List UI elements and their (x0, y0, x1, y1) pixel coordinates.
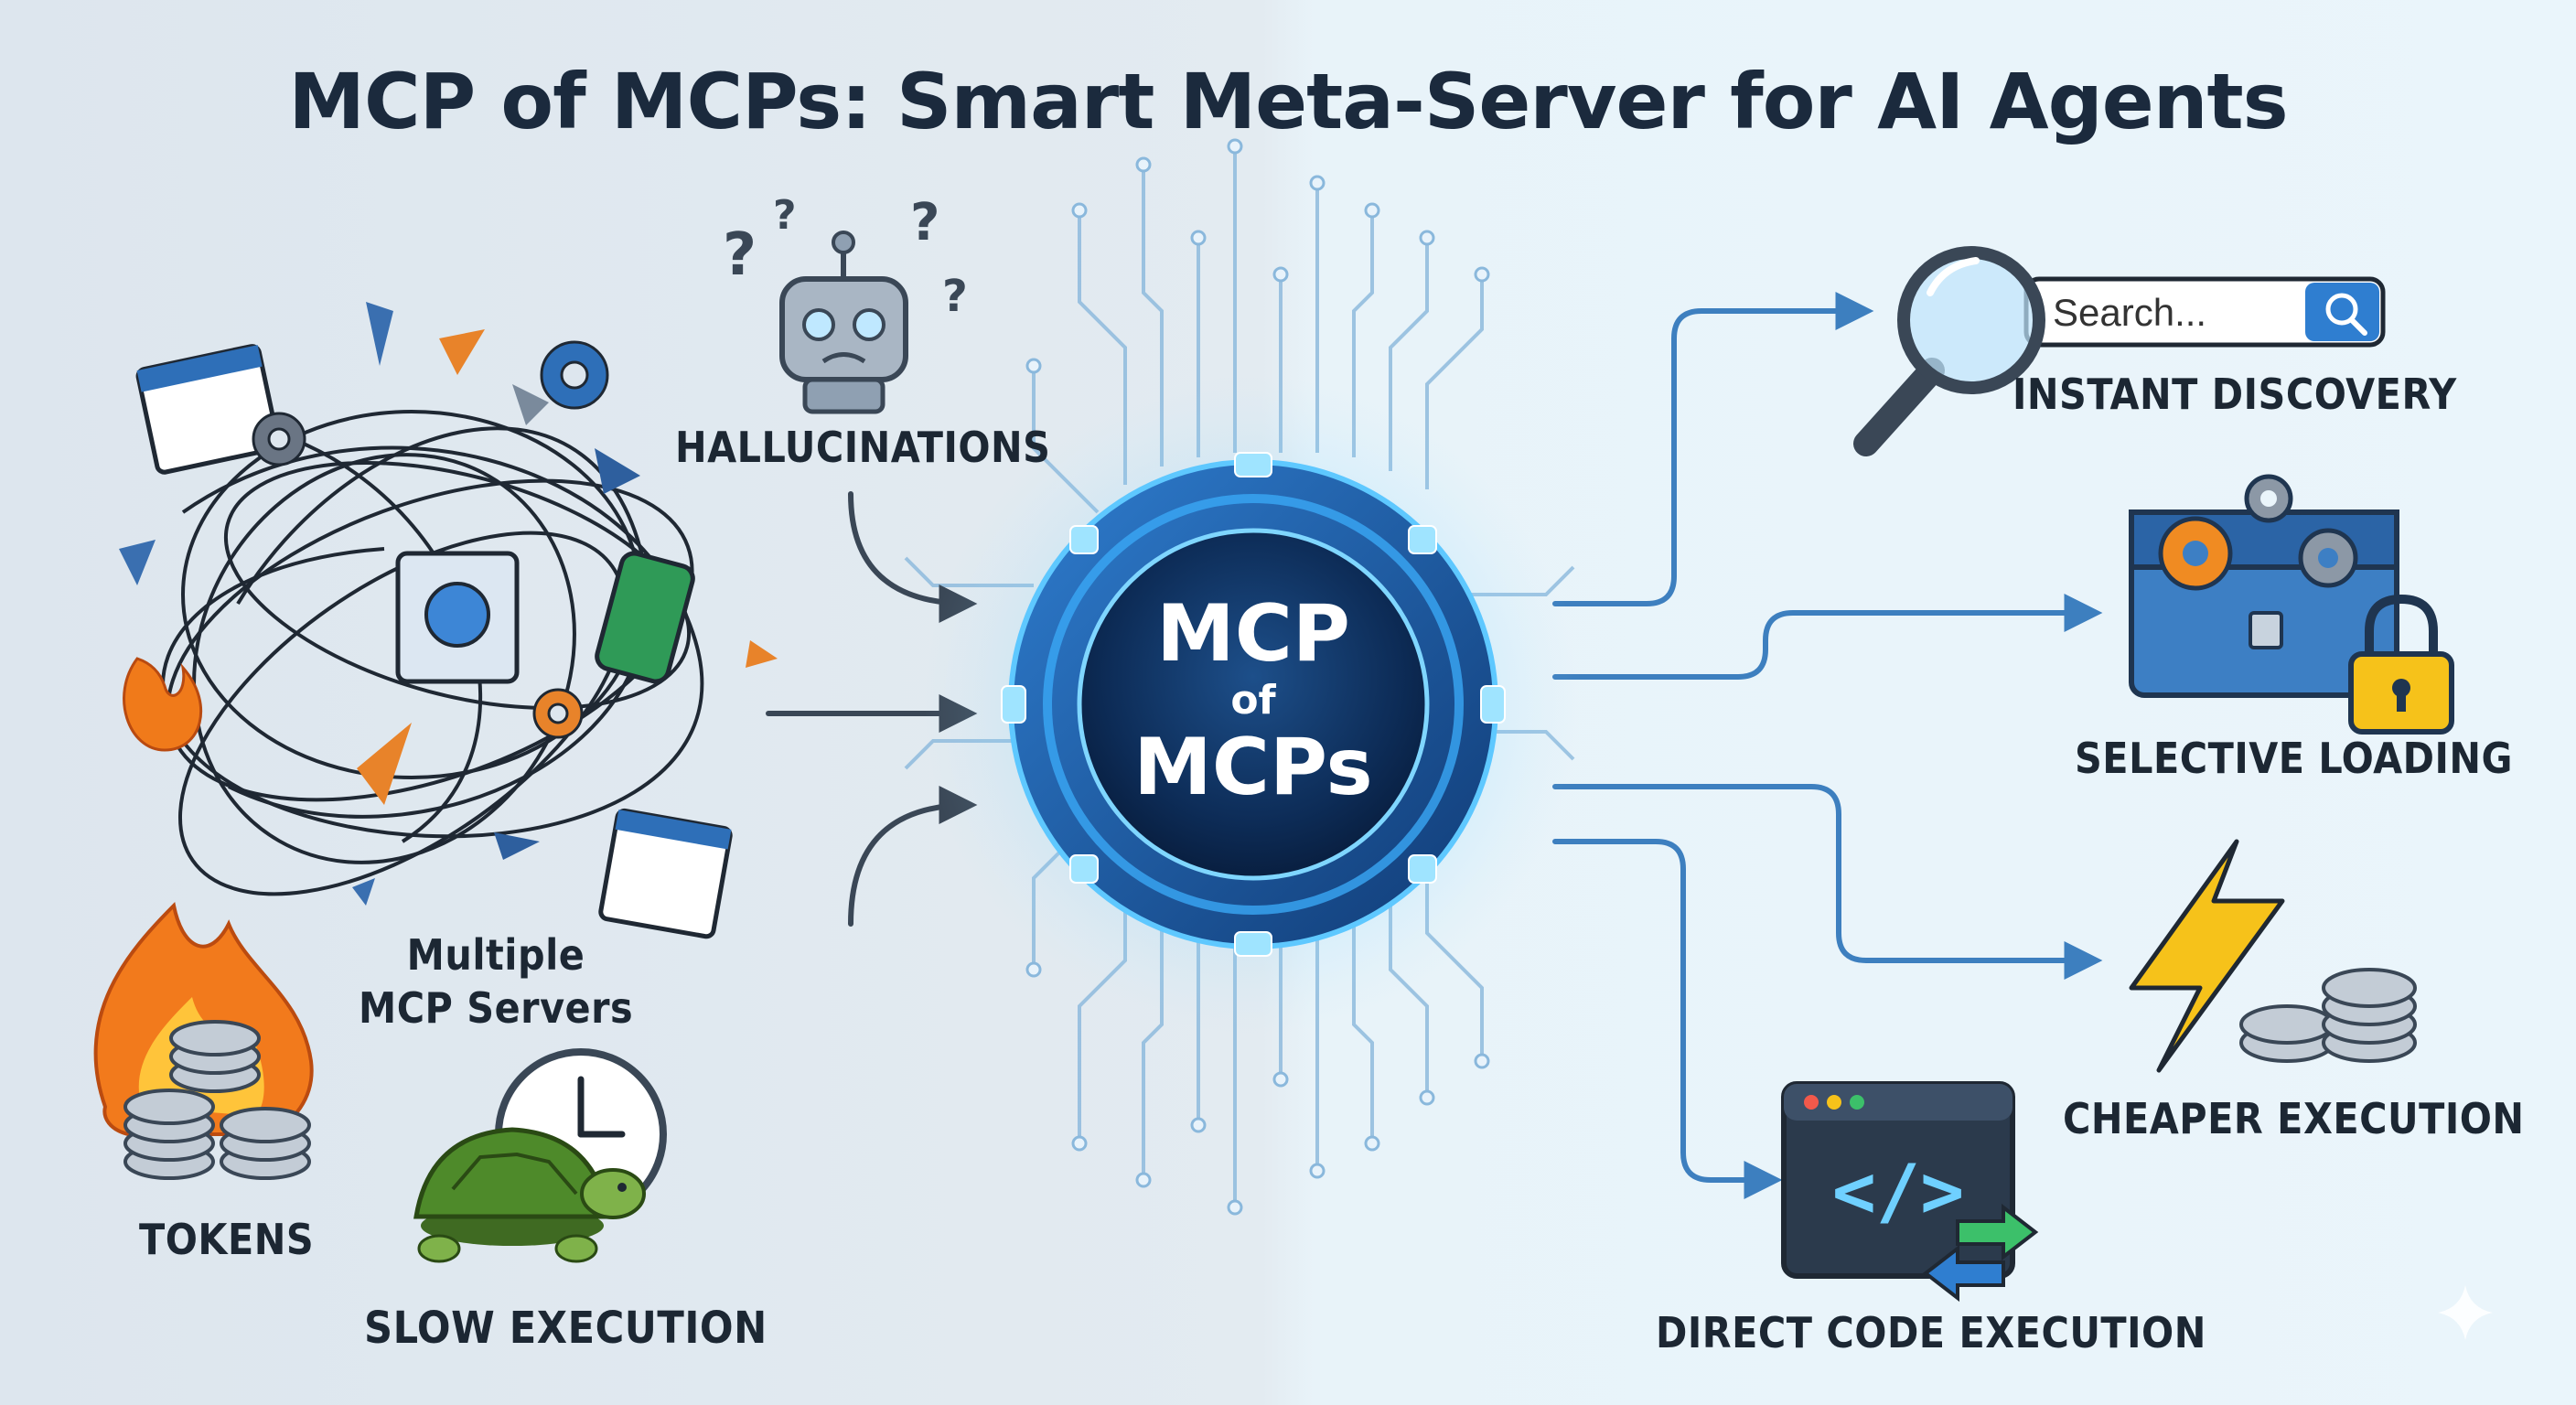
selective-loading-label: SELECTIVE LOADING (2075, 734, 2513, 783)
tokens-label: TOKENS (139, 1215, 315, 1264)
outgoing-arrows (1552, 292, 2103, 1199)
coins-icon (2239, 968, 2417, 1063)
toolbox-icon (2129, 474, 2399, 698)
search-bar (2023, 276, 2386, 348)
hub-label-line3: MCPs (1133, 722, 1373, 813)
map-tablet-icon (395, 551, 695, 684)
svg-text:?: ? (942, 271, 968, 322)
multiple-servers-line2: MCP Servers (359, 982, 634, 1033)
search-input-placeholder: Search... (2053, 291, 2207, 334)
svg-text:?: ? (723, 221, 757, 289)
question-marks-icon: ? ? ? ? (723, 192, 968, 322)
instant-discovery-label: INSTANT DISCOVERY (2012, 370, 2457, 419)
cheaper-arrow (1552, 784, 2103, 980)
code-window-icon: </> (1781, 1081, 2015, 1279)
mcp-hub (924, 375, 1583, 1034)
loading-arrow (1552, 594, 2103, 680)
hallucinations-label: HALLUCINATIONS (675, 423, 1051, 472)
robot-icon (779, 231, 908, 414)
swap-arrows-icon (1922, 1203, 2039, 1303)
svg-text:?: ? (910, 193, 939, 252)
hub-label-line1: MCP (1156, 588, 1350, 680)
hub-label-line2: of (1230, 677, 1276, 724)
coin-stack-icon (123, 1020, 311, 1180)
multiple-servers-label: Multiple MCP Servers (359, 929, 633, 1035)
search-icon (2325, 293, 2367, 336)
sparkle-icon (2438, 1285, 2493, 1340)
circuit-nodes (1025, 138, 1490, 1216)
gear-icon (252, 340, 609, 739)
svg-text:?: ? (773, 192, 797, 239)
document-icon (598, 808, 733, 939)
cheaper-execution-label: CHEAPER EXECUTION (2063, 1094, 2525, 1143)
multiple-servers-line1: Multiple (406, 930, 585, 980)
code-arrow (1552, 839, 1783, 1199)
discovery-arrow (1552, 292, 1874, 606)
browser-window-icon (135, 344, 281, 475)
magnifier-icon (1853, 246, 2045, 456)
direct-code-execution-label: DIRECT CODE EXECUTION (1656, 1308, 2206, 1357)
lightning-icon (2129, 839, 2285, 1073)
hub-label: MCP of MCPs (1052, 595, 1454, 807)
tangled-connections (161, 410, 704, 896)
slow-execution-label: SLOW EXECUTION (364, 1303, 767, 1354)
turtle-icon (413, 1127, 646, 1263)
page-title: MCP of MCPs: Smart Meta-Server for AI Ag… (288, 57, 2288, 146)
code-glyph: </> (1832, 1149, 1965, 1234)
small-fire-icon (123, 657, 203, 752)
lock-icon (2348, 594, 2454, 735)
